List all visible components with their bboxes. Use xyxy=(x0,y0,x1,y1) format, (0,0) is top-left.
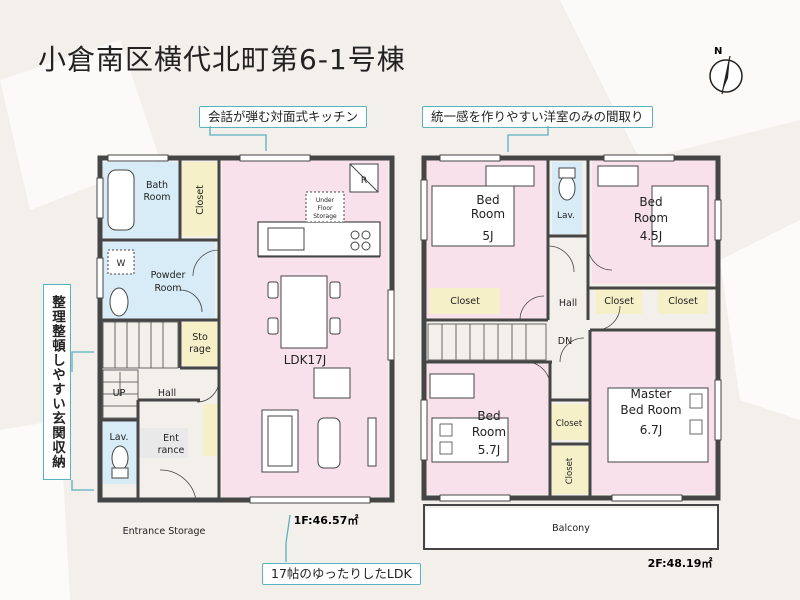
label-entrance-1: Ent xyxy=(163,433,179,444)
label-bed2-1: Bed xyxy=(639,195,662,209)
label-bath-1: Bath xyxy=(146,180,168,191)
label-closet-1f: Closet xyxy=(195,185,206,215)
label-hall-1f: Hall xyxy=(158,388,176,399)
label-hall-2f: Hall xyxy=(559,298,577,309)
stairs-1f xyxy=(102,321,179,419)
label-closet-a: Closet xyxy=(450,296,480,307)
callout-pointers xyxy=(71,126,549,562)
label-bed1-2: Room xyxy=(471,207,505,221)
label-closet-b: Closet xyxy=(604,296,634,307)
callout-kitchen: 会話が弾む対面式キッチン xyxy=(199,106,368,128)
label-ldk: LDK17J xyxy=(284,353,327,367)
compass-label: N xyxy=(714,46,722,57)
stairs-2f xyxy=(427,323,547,361)
label-balcony: Balcony xyxy=(552,523,590,534)
closet-d xyxy=(552,404,588,440)
floor-2-outer-wall xyxy=(421,155,721,501)
floor-2-area: 2F:48.19㎡ xyxy=(648,556,713,570)
label-under-floor-1: Under xyxy=(316,197,335,204)
label-bed3-1: Bed xyxy=(477,409,500,423)
label-closet-d: Closet xyxy=(556,419,583,429)
compass-icon: N xyxy=(709,46,743,95)
label-closet-c: Closet xyxy=(668,296,698,307)
label-bed2-size: 4.5J xyxy=(640,229,663,243)
closet-1f xyxy=(182,162,219,236)
label-bed1-1: Bed xyxy=(476,193,499,207)
balcony-area xyxy=(426,508,718,550)
label-under-floor-3: Storage xyxy=(313,213,337,220)
label-lav-1f: Lav. xyxy=(109,432,128,443)
label-bed3-size: 5.7J xyxy=(478,443,501,457)
label-storage-1: Sto xyxy=(192,332,208,343)
label-master-2: Bed Room xyxy=(620,403,681,417)
closet-b xyxy=(596,288,642,314)
closet-a xyxy=(430,288,500,314)
label-bath-2: Room xyxy=(143,192,170,203)
label-up: UP xyxy=(113,388,126,399)
label-master-size: 6.7J xyxy=(640,423,663,437)
shoe-storage xyxy=(203,404,219,456)
label-bed1-size: 5J xyxy=(482,229,493,243)
floor-1-plan: Bath Room Closet W Powder Room Under Flo… xyxy=(96,154,395,537)
label-master-1: Master xyxy=(631,387,672,401)
callout-western-rooms: 統一感を作りやすい洋室のみの間取り xyxy=(422,106,653,128)
label-storage-2: rage xyxy=(189,344,211,355)
entrance-floor xyxy=(138,428,188,458)
floor-2-plan: Bed Room 5J Bed Room 4.5J Lav. Closet Ha… xyxy=(420,154,722,570)
label-washer: W xyxy=(117,259,126,269)
closet-e xyxy=(552,446,588,494)
label-dn: DN xyxy=(558,336,572,347)
storage-1f xyxy=(182,322,219,366)
label-closet-e: Closet xyxy=(565,457,575,484)
label-bed3-2: Room xyxy=(472,425,506,439)
callout-ldk: 17帖のゆったりしたLDK xyxy=(262,563,421,585)
label-fridge: R xyxy=(361,176,367,186)
floor-1-area: 1F:46.57㎡ xyxy=(294,513,359,527)
label-powder-2: Room xyxy=(154,283,181,294)
page-title: 小倉南区横代北町第6-1号棟 xyxy=(38,43,406,76)
label-powder-1: Powder xyxy=(151,270,186,281)
closet-c xyxy=(658,288,708,314)
callout-entrance-storage: 整理整頓しやすい玄関収納 xyxy=(43,284,71,480)
balcony-rail xyxy=(423,504,719,550)
label-under-floor-2: Floor xyxy=(318,205,333,212)
label-bed2-2: Room xyxy=(634,211,668,225)
label-lav-2f: Lav. xyxy=(557,211,575,221)
label-entrance-storage: Entrance Storage xyxy=(123,526,206,537)
label-entrance-2: rance xyxy=(158,445,185,456)
